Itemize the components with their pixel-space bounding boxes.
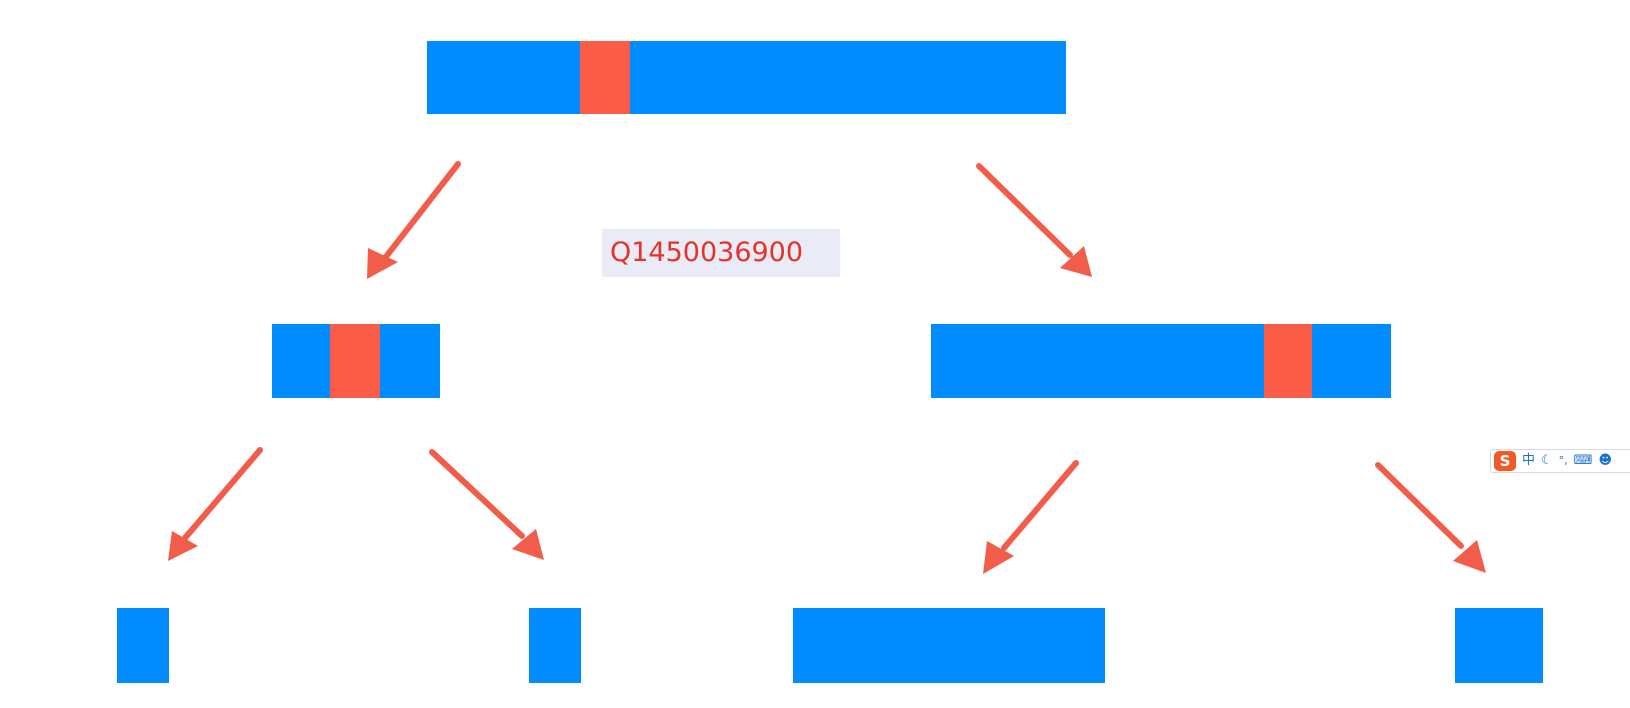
arrow-root-to-left bbox=[367, 161, 461, 279]
arrow-right-to-leaf-4 bbox=[1375, 462, 1486, 573]
left-subarray-segment bbox=[272, 324, 440, 398]
watermark-label: Q1450036900 bbox=[602, 229, 840, 277]
root-pivot-element bbox=[580, 41, 630, 114]
right-subarray-segment bbox=[931, 324, 1391, 398]
moon-icon[interactable]: ☾ bbox=[1541, 453, 1553, 468]
punctuation-icon[interactable]: °, bbox=[1558, 454, 1568, 467]
root-array-segment bbox=[427, 41, 1066, 114]
leaf-segment-3 bbox=[793, 608, 1105, 683]
arrow-root-to-right bbox=[976, 163, 1092, 277]
arrow-left-to-leaf-1 bbox=[168, 447, 263, 561]
leaf-segment-2 bbox=[529, 608, 581, 683]
ime-logo-icon[interactable]: S bbox=[1494, 451, 1516, 471]
keyboard-icon[interactable]: ⌨ bbox=[1573, 453, 1593, 468]
ime-toolbar[interactable]: S 中 ☾ °, ⌨ ☻ bbox=[1490, 449, 1630, 473]
leaf-segment-1 bbox=[117, 608, 169, 683]
leaf-segment-4 bbox=[1455, 608, 1543, 683]
left-subarray-pivot-element bbox=[330, 324, 380, 398]
arrow-left-to-leaf-2 bbox=[429, 449, 544, 560]
arrow-right-to-leaf-3 bbox=[983, 460, 1079, 574]
ime-mode-toggle[interactable]: 中 bbox=[1522, 453, 1536, 468]
user-icon[interactable]: ☻ bbox=[1598, 453, 1612, 468]
right-subarray-pivot-element bbox=[1264, 324, 1312, 398]
